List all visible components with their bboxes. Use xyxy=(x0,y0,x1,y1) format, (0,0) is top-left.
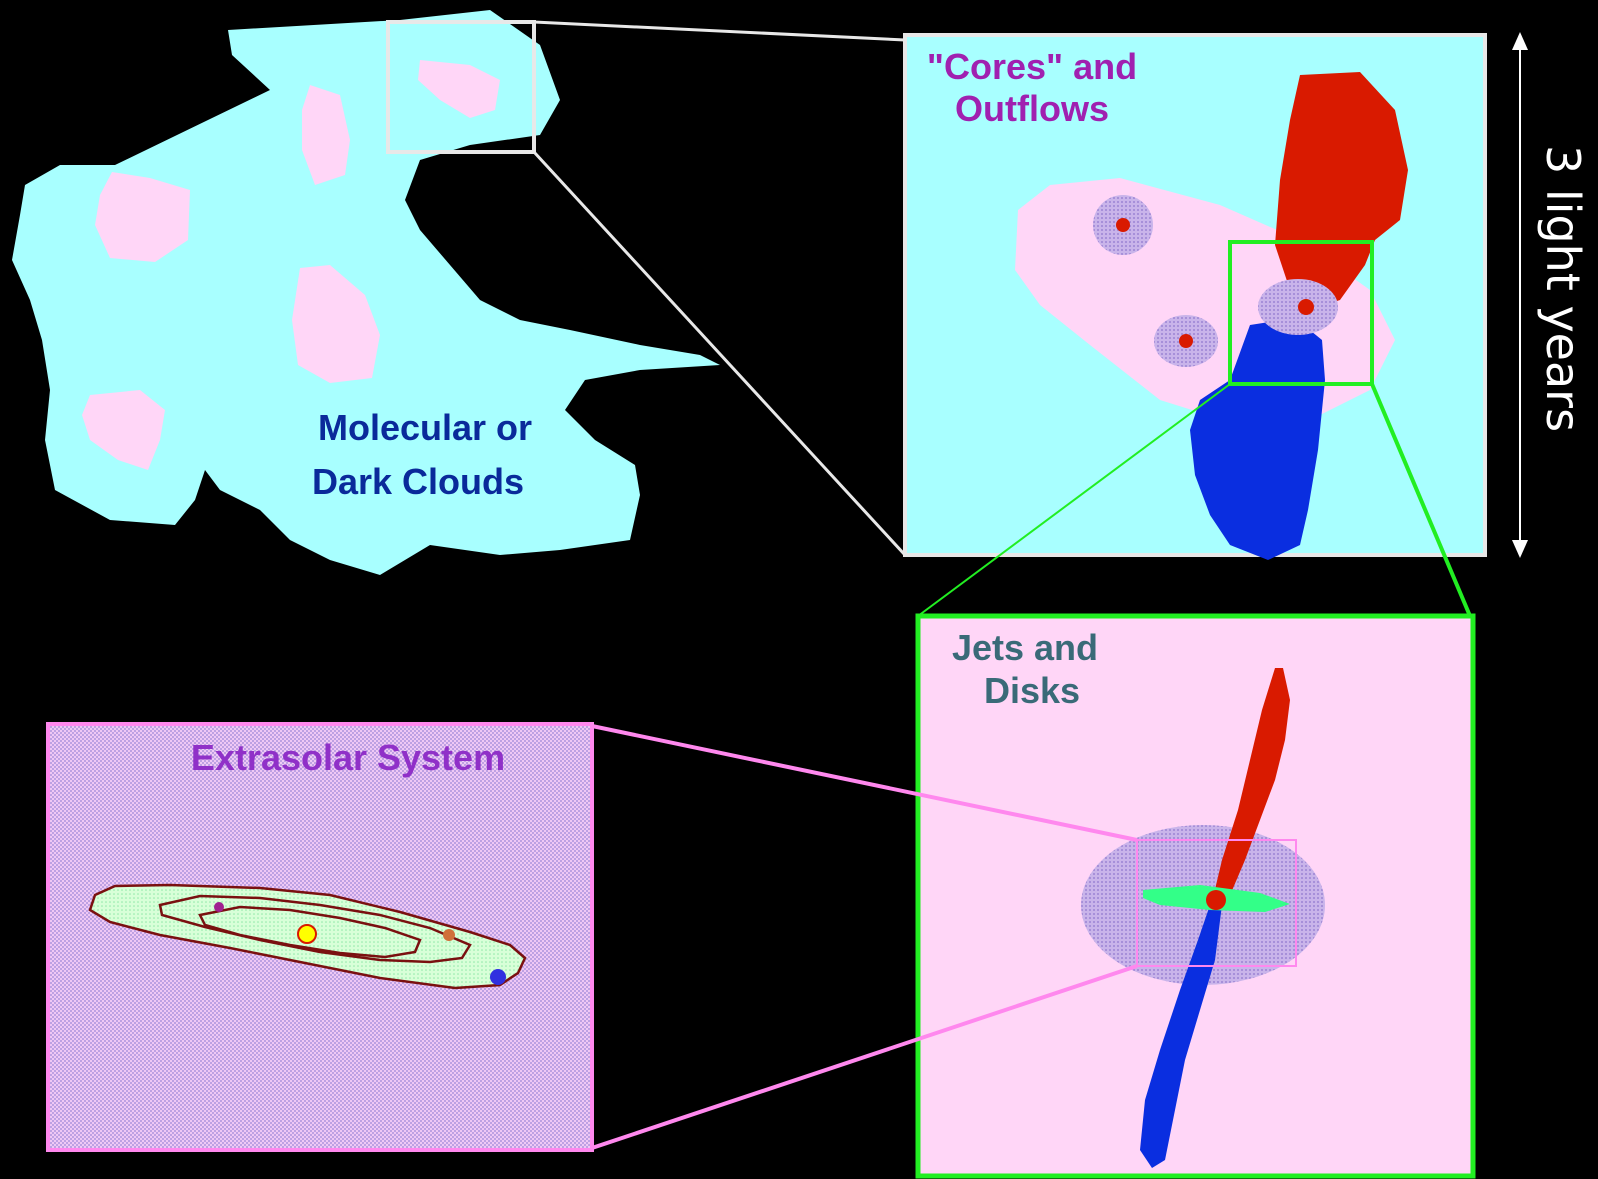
protostar-2 xyxy=(1179,334,1193,348)
extrasolar-panel xyxy=(48,724,592,1150)
star xyxy=(298,925,316,943)
molecular-label-line2: Dark Clouds xyxy=(312,461,524,502)
protostar-3 xyxy=(1298,299,1314,315)
cores-label-line2: Outflows xyxy=(955,88,1109,129)
extrasolar-label: Extrasolar System xyxy=(191,737,505,778)
planet-blue xyxy=(490,969,506,985)
protostar-1 xyxy=(1116,218,1130,232)
jets-label-line1: Jets and xyxy=(952,627,1098,668)
molecular-label-line1: Molecular or xyxy=(318,407,532,448)
planet-violet xyxy=(214,902,224,912)
scale-label: 3 light years xyxy=(1536,145,1590,432)
planet-orange xyxy=(443,929,455,941)
central-protostar xyxy=(1206,890,1226,910)
jets-label-line2: Disks xyxy=(984,670,1080,711)
cores-label-line1: "Cores" and xyxy=(927,46,1137,87)
